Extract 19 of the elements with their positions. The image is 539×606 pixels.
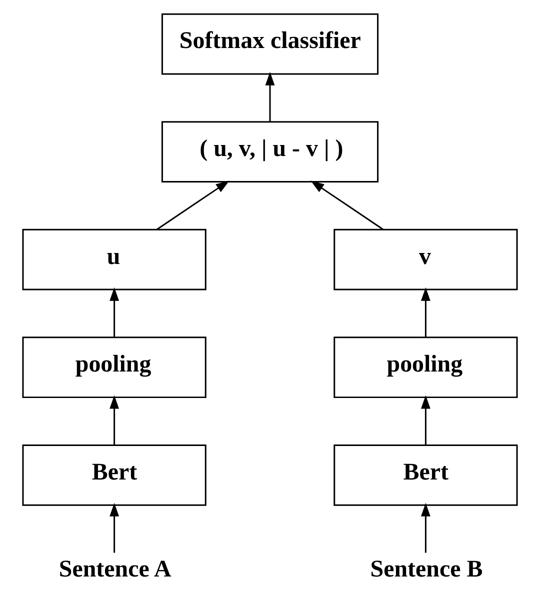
node-box: Bert <box>22 444 206 506</box>
node-box: Softmax classifier <box>160 13 378 75</box>
node-box: Bert <box>333 444 518 506</box>
arrow <box>420 502 430 553</box>
arrow <box>156 180 229 230</box>
arrow <box>420 395 430 446</box>
node-text: Sentence B <box>370 556 482 583</box>
node-box: pooling <box>333 336 518 398</box>
node-text: Sentence A <box>58 556 171 583</box>
node-box: ( u, v, | u - v | ) <box>160 121 378 182</box>
arrow <box>264 72 274 122</box>
arrow <box>109 287 119 338</box>
node-box: u <box>22 228 206 290</box>
arrow <box>420 287 430 338</box>
node-box: v <box>333 228 518 290</box>
arrow <box>109 395 119 446</box>
arrow <box>310 180 384 230</box>
node-box: pooling <box>22 336 206 398</box>
arrow <box>109 502 119 553</box>
